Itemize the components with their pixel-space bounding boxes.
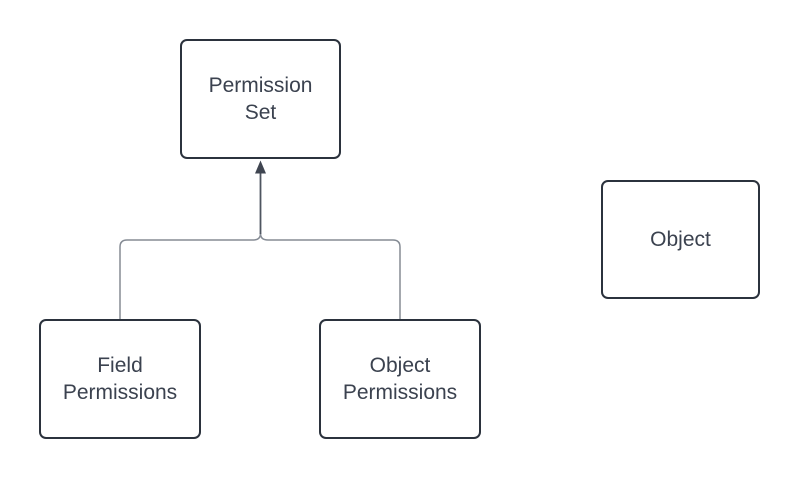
node-field-permissions[interactable]: Field Permissions [39, 319, 201, 439]
node-object-permissions-label: Object Permissions [342, 354, 458, 404]
edge-object-permissions-branch [259, 233, 401, 319]
node-permission-set[interactable]: Permission Set [180, 39, 341, 159]
node-object-permissions[interactable]: Object Permissions [319, 319, 481, 439]
node-object-label: Object [650, 228, 711, 251]
node-object[interactable]: Object [601, 180, 760, 299]
arrow-head-icon [255, 160, 266, 174]
node-field-permissions-label: Field Permissions [62, 354, 178, 404]
edge-field-permissions-branch [119, 233, 262, 319]
node-permission-set-label: Permission Set [208, 74, 313, 124]
